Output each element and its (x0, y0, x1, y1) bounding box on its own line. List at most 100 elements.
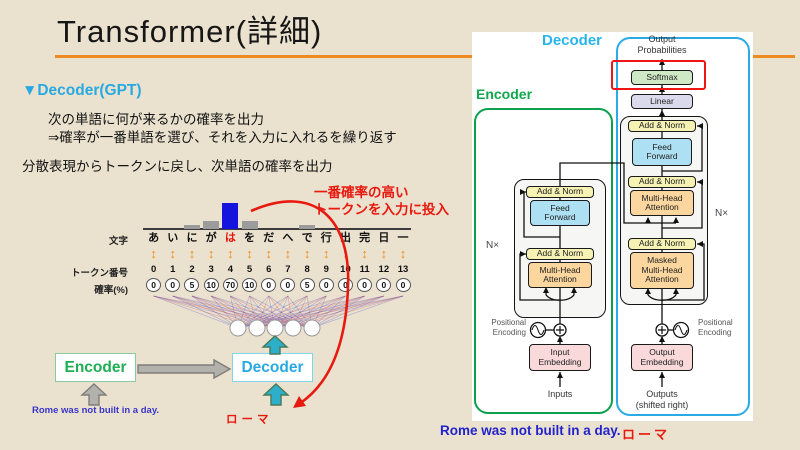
encoder-addnorm-1: Add & Norm (526, 186, 594, 198)
token-char: 日 (378, 232, 390, 244)
outputs-line2: (shifted right) (635, 400, 689, 410)
emb-line1: Input (550, 347, 570, 357)
row-label-token-ids: トークン番号 (70, 268, 128, 279)
positional-encoding-sine-icon (529, 321, 690, 339)
token-id: 7 (285, 264, 291, 275)
token-id: 0 (150, 264, 157, 275)
encoder-outline (474, 108, 613, 414)
token-char: が (205, 232, 217, 244)
token-id: 4 (227, 264, 233, 275)
probability-value: 0 (280, 278, 296, 292)
updown-arrow-icon: ↕ (361, 246, 368, 261)
token-char: 行 (320, 232, 332, 244)
encoder-nx-label: N× (486, 240, 500, 251)
posenc-line1: Positional (491, 318, 526, 327)
token-id: 11 (359, 264, 370, 275)
posenc-line2: Encoding (492, 327, 526, 337)
architecture-arrows-layer (519, 59, 705, 387)
body-text-line1: 次の単語に何が来るかの確率を出力 (48, 112, 264, 127)
arch-decoder-label: Decoder (542, 32, 603, 49)
emb-line2: Embedding (538, 356, 582, 367)
encoder-addnorm-2: Add & Norm (526, 248, 594, 260)
highlight-bar (222, 203, 239, 229)
token-id: 10 (340, 264, 351, 275)
token-char: 出 (339, 232, 351, 244)
posenc-line2: Encoding (698, 327, 732, 337)
hidden-node (266, 319, 284, 337)
token-char: は (224, 232, 236, 244)
ff-line2: Forward (646, 151, 678, 161)
arch-output-token: ローマ (622, 427, 671, 442)
output-embedding-box: Output Embedding (631, 344, 693, 371)
body-text-line2: ⇒確率が一番単語を選び、それを入力に入れるを繰り返す (48, 130, 397, 145)
updown-arrow-icon: ↕ (399, 246, 407, 261)
encoder-mha-box: Multi-Head Attention (528, 262, 592, 288)
hidden-node (303, 319, 321, 337)
mmha-line1: Masked (647, 255, 677, 266)
mha-line2: Attention (645, 202, 679, 212)
mha-line2: Attention (543, 274, 577, 284)
probability-value: 0 (261, 278, 277, 292)
token-char: へ (282, 232, 294, 244)
output-token-text: ローマ (226, 414, 273, 426)
updown-arrow-icon: ↕ (323, 246, 330, 261)
decoder-feed-forward-box: Feed Forward (632, 138, 692, 166)
section-heading-label: Decoder(GPT) (37, 82, 142, 99)
input-sentence-text: Rome was not built in a day. (32, 405, 160, 416)
encoder-to-decoder-arrow-icon (137, 358, 232, 380)
positional-encoding-label-right: Positional Encoding (698, 318, 750, 337)
probability-value: 10 (242, 278, 258, 292)
ff-line1: Feed (550, 202, 570, 213)
updown-arrow-icon: ↕ (342, 246, 349, 261)
token-id: 3 (208, 264, 214, 275)
decoder-addnorm-2: Add & Norm (628, 176, 696, 188)
token-char: 完 (359, 232, 371, 244)
probability-value: 0 (376, 278, 392, 292)
emb-line1: Output (649, 347, 675, 357)
probability-value: 0 (318, 278, 334, 292)
probability-bar (203, 221, 220, 229)
probability-value: 0 (337, 278, 353, 292)
token-id: 2 (189, 264, 195, 275)
linear-box: Linear (631, 94, 693, 109)
token-char: い (167, 232, 179, 244)
token-id: 6 (266, 264, 272, 275)
outputs-label: Outputs (shifted right) (625, 389, 699, 411)
updown-arrow-icon: ↕ (303, 246, 311, 261)
hidden-node (248, 319, 266, 337)
probability-bar (183, 225, 200, 229)
decoder-output-arrow-icon (261, 335, 289, 355)
arch-encoder-label: Encoder (476, 86, 533, 102)
positional-encoding-label-left: Positional Encoding (474, 318, 526, 337)
mmha-line2: Multi-Head (641, 264, 683, 275)
output-probabilities-line2: Probabilities (637, 45, 687, 55)
token-column: 完 ↕ 11 0 (355, 231, 374, 292)
embedding-network-lines (153, 295, 404, 337)
annotation-line1: 一番確率の高い (314, 185, 409, 200)
token-char: に (186, 232, 198, 244)
probability-value: 5 (184, 278, 200, 292)
probability-value: 0 (357, 278, 373, 292)
decoder-addnorm-1: Add & Norm (628, 120, 696, 132)
updown-arrow-icon: ↕ (188, 246, 196, 261)
encoder-flow-box: Encoder (55, 353, 136, 382)
token-id: 13 (397, 264, 409, 275)
section-heading: ▼Decoder(GPT) (22, 82, 142, 100)
decoder-flow-box: Decoder (232, 353, 313, 382)
probability-bar (299, 225, 316, 229)
softmax-box: Softmax (631, 70, 693, 85)
token-id: 12 (378, 264, 390, 275)
decoder-outline (616, 37, 750, 416)
token-id: 5 (246, 264, 253, 275)
annotation-line2: トークンを入力に投入 (314, 202, 449, 217)
updown-arrow-icon: ↕ (246, 246, 253, 261)
